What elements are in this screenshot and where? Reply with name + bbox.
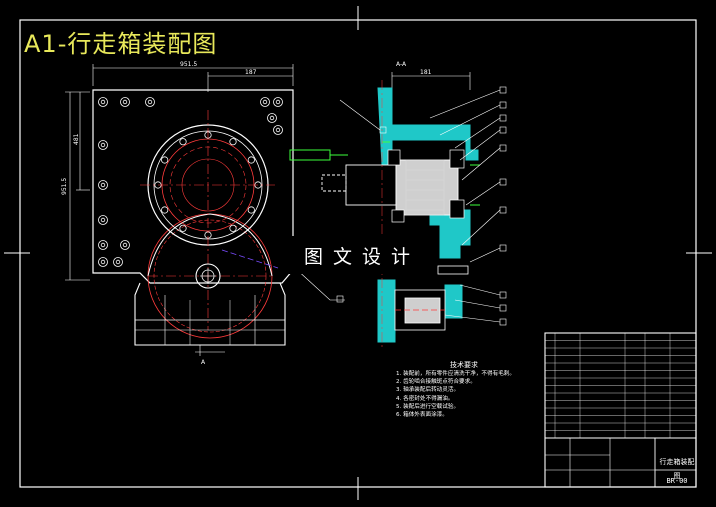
section-cut-marks xyxy=(195,345,225,356)
note-item: 6. 箱体外表面涂漆。 xyxy=(396,412,448,419)
bolt-hole xyxy=(229,138,237,146)
bolt-core xyxy=(100,259,106,265)
bolt-core xyxy=(100,242,106,248)
leader-tag xyxy=(499,114,507,122)
bolt-hole xyxy=(247,156,255,164)
leader-tag xyxy=(499,178,507,186)
note-item: 4. 各密封处不得漏油。 xyxy=(396,395,454,402)
leader-tag xyxy=(499,144,507,152)
leader-tag xyxy=(499,86,507,94)
title-block xyxy=(544,332,697,488)
section-view xyxy=(289,72,507,350)
leader-tag xyxy=(379,126,387,134)
leader xyxy=(439,104,501,136)
bolt-circle xyxy=(98,240,108,250)
leader-tag xyxy=(499,244,507,252)
bolt-core xyxy=(262,99,268,105)
bolt-circle xyxy=(98,215,108,225)
leader-tag xyxy=(499,206,507,214)
front-view xyxy=(65,64,345,356)
leader xyxy=(461,147,501,181)
leader xyxy=(465,181,501,206)
bolt-hole xyxy=(247,206,255,214)
bolt-core xyxy=(115,259,121,265)
note-item: 3. 轴承装配后转动灵活。 xyxy=(396,387,460,394)
bolt-core xyxy=(275,99,281,105)
frame-ticks xyxy=(4,6,712,500)
leader xyxy=(444,314,501,323)
base-foot xyxy=(134,282,286,346)
bolt-core xyxy=(100,142,106,148)
bolt-circle xyxy=(113,257,123,267)
bolt-core xyxy=(100,182,106,188)
leader-tag xyxy=(499,101,507,109)
leader xyxy=(469,247,501,263)
leader-line xyxy=(294,267,345,301)
leader xyxy=(454,299,501,309)
hidden-line xyxy=(221,249,279,269)
title-block-name: 行走箱装配图 xyxy=(659,458,695,480)
bolt-circle xyxy=(260,97,270,107)
leader-tag xyxy=(499,318,507,326)
note-item: 5. 装配后进行空载试验。 xyxy=(396,403,460,410)
bearings xyxy=(387,149,465,223)
leader-tag xyxy=(499,126,507,134)
leader-tag xyxy=(499,304,507,312)
bolt-circle xyxy=(98,257,108,267)
drawing-title: A1-行走箱装配图 xyxy=(24,30,218,58)
hub xyxy=(195,263,221,289)
bolt-circle xyxy=(120,97,130,107)
bolt-circle xyxy=(273,97,283,107)
leader xyxy=(459,129,501,161)
gear-hatch xyxy=(405,159,445,216)
leader xyxy=(461,209,501,246)
bolt-core xyxy=(100,99,106,105)
green-lines xyxy=(289,141,480,206)
bolt-circle xyxy=(98,140,108,150)
bolt-hole xyxy=(161,156,169,164)
note-item: 1. 装配前，所有零件应清洗干净，不得有毛刺。 xyxy=(396,371,515,377)
bolt-core xyxy=(122,242,128,248)
part-leaders xyxy=(339,86,507,326)
section-dimension xyxy=(391,72,471,90)
bolt-circle xyxy=(145,97,155,107)
side-bolts xyxy=(98,97,283,267)
watermark: 图文设计 xyxy=(288,236,436,274)
leader xyxy=(429,89,501,119)
bolt-hole xyxy=(161,206,169,214)
bolt-core xyxy=(269,115,275,121)
notes-title: 技术要求 xyxy=(450,361,478,369)
bolt-circle xyxy=(98,180,108,190)
bolt-core xyxy=(147,99,153,105)
output-shaft xyxy=(394,265,469,331)
leader xyxy=(454,117,501,149)
dimension-lines xyxy=(65,64,294,281)
leader xyxy=(339,99,381,131)
technical-notes: 1. 装配前，所有零件应清洗干净，不得有毛刺。 2. 齿轮啮合接触斑点符合要求。… xyxy=(396,370,526,419)
bolt-circle xyxy=(273,125,283,135)
bolt-hole xyxy=(179,138,187,146)
housing-outline xyxy=(92,89,294,284)
bolt-circle xyxy=(120,240,130,250)
input-shaft xyxy=(321,159,459,216)
bolt-hole xyxy=(179,224,187,232)
bolt-circle xyxy=(267,113,277,123)
leader-tag xyxy=(499,291,507,299)
leader xyxy=(459,284,501,296)
parts-list xyxy=(545,333,696,439)
bolt-hole xyxy=(229,224,237,232)
bolt-core xyxy=(122,99,128,105)
bolt-core xyxy=(100,217,106,223)
section-housing xyxy=(377,87,479,343)
bolt-circle xyxy=(98,97,108,107)
bolt-core xyxy=(275,127,281,133)
note-item: 2. 齿轮啮合接触斑点符合要求。 xyxy=(396,379,476,386)
title-block-code: BR-00 xyxy=(666,477,688,485)
